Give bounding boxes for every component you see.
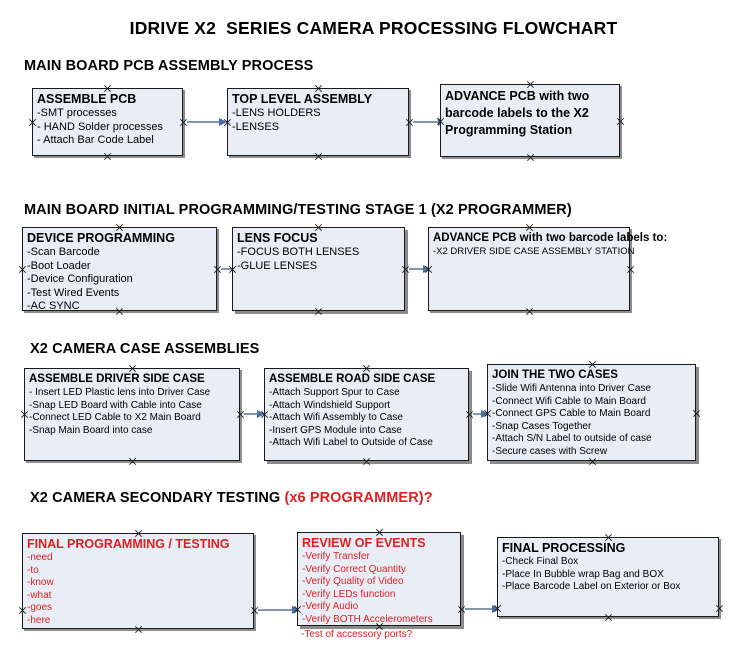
process-box-lens-focus[interactable]: LENS FOCUS -FOCUS BOTH LENSES -GLUE LENS…: [232, 227, 405, 311]
box-line: - Attach Bar Code Label: [37, 134, 154, 146]
box-line: -Snap Cases Together: [492, 420, 592, 432]
box-line: -Boot Loader: [27, 259, 91, 272]
process-box-assemble-road-side-case[interactable]: ASSEMBLE ROAD SIDE CASE -Attach Support …: [264, 368, 469, 461]
box-overflow-line: -Test of accessory ports?: [301, 629, 413, 640]
connector-arrow: [473, 410, 489, 418]
box-line: -Snap LED Board with Cable into Case: [29, 399, 202, 411]
connector-arrow: [244, 410, 265, 418]
process-box-device-programming[interactable]: DEVICE PROGRAMMING -Scan Barcode -Boot L…: [22, 227, 217, 312]
box-line: -AC SYNC: [27, 300, 80, 312]
box-line: -Verify Correct Quantity: [302, 563, 406, 575]
box-line: -Verify Transfer: [302, 551, 370, 562]
box-line: -Check Final Box: [502, 556, 579, 567]
box-title: LENS FOCUS: [237, 231, 318, 245]
box-title: ASSEMBLE PCB: [37, 92, 137, 106]
connector-arrow: [409, 265, 431, 273]
box-line: -X2 DRIVER SIDE CASE ASSEMBLY STATION: [433, 246, 635, 257]
box-line: -SMT processes: [37, 107, 117, 119]
process-box-top-level-assembly[interactable]: TOP LEVEL ASSEMBLY -LENS HOLDERS -LENSES: [227, 88, 409, 156]
box-line: -know: [27, 577, 54, 588]
process-box-final-processing[interactable]: FINAL PROCESSING -Check Final Box -Place…: [497, 537, 719, 617]
box-line: -Verify Audio: [302, 601, 359, 612]
process-box-final-programming-testing[interactable]: FINAL PROGRAMMING / TESTING -need -to -k…: [22, 533, 254, 629]
box-title: REVIEW OF EVENTS: [302, 536, 426, 550]
section-heading-main-board-initial-programming: MAIN BOARD INITIAL PROGRAMMING/TESTING S…: [24, 202, 572, 218]
process-box-assemble-driver-side-case[interactable]: ASSEMBLE DRIVER SIDE CASE - Insert LED P…: [24, 368, 240, 461]
box-line: -LENSES: [232, 120, 280, 133]
box-line: -Connect Wifi Cable to Main Board: [492, 395, 646, 407]
box-line: -Connect GPS Cable to Main Board: [492, 408, 651, 419]
box-line: -GLUE LENSES: [237, 259, 318, 272]
connector-arrow: [187, 118, 227, 126]
box-line: -Connect LED Cable to X2 Main Board: [29, 412, 201, 423]
box-line: -need: [27, 552, 53, 563]
section-heading-x2-camera-secondary-testing: X2 CAMERA SECONDARY TESTING (x6 PROGRAMM…: [30, 490, 433, 506]
section-heading-text: X2 CAMERA SECONDARY TESTING: [30, 490, 285, 506]
section-heading-main-board-pcb-assembly: MAIN BOARD PCB ASSEMBLY PROCESS: [24, 58, 314, 74]
box-title: FINAL PROCESSING: [502, 541, 626, 555]
box-title: ADVANCE PCB with two barcode labels to t…: [445, 89, 590, 137]
box-title: TOP LEVEL ASSEMBLY: [232, 92, 373, 106]
box-line: -Verify BOTH Accelerometers: [302, 613, 433, 625]
process-box-advance-pcb-to-driver-side-case-station[interactable]: ADVANCE PCB with two barcode labels to: …: [428, 227, 668, 311]
box-line: -Attach S/N Label to outside of case: [492, 433, 652, 444]
page-title: IDRIVE X2 SERIES CAMERA PROCESSING FLOWC…: [129, 18, 618, 38]
box-line: -Place In Bubble wrap Bag and BOX: [502, 568, 664, 580]
box-title: ASSEMBLE ROAD SIDE CASE: [269, 373, 436, 385]
box-title: FINAL PROGRAMMING / TESTING: [27, 537, 230, 551]
box-line: -Attach Windshield Support: [269, 399, 391, 411]
box-line: -FOCUS BOTH LENSES: [237, 246, 360, 258]
box-line: -Attach Wifi Assembly to Case: [269, 412, 403, 423]
box-line: -Secure cases with Screw: [492, 445, 608, 457]
box-line: - Insert LED Plastic lens into Driver Ca…: [29, 387, 211, 398]
process-box-review-of-events[interactable]: REVIEW OF EVENTS -Verify Transfer -Verif…: [297, 532, 461, 626]
process-box-advance-pcb-to-x2-programming-station[interactable]: ADVANCE PCB with two barcode labels to t…: [440, 84, 620, 157]
box-line: -to: [27, 564, 39, 576]
box-line: -here: [27, 614, 51, 626]
section-heading-accent: (x6 PROGRAMMER)?: [284, 490, 433, 506]
box-line: -Attach Support Spur to Case: [269, 387, 400, 398]
box-title: ASSEMBLE DRIVER SIDE CASE: [29, 373, 205, 385]
box-line: -Slide Wifi Antenna into Driver Case: [492, 383, 651, 394]
box-line: -Scan Barcode: [27, 246, 100, 258]
box-line: -goes: [27, 602, 53, 613]
box-line: -Place Barcode Label on Exterior or Box: [502, 581, 681, 592]
box-line: -Verify Quality of Video: [302, 576, 404, 587]
box-title: JOIN THE TWO CASES: [492, 369, 618, 381]
box-line: -Attach Wifi Label to Outside of Case: [269, 437, 433, 448]
section-heading-x2-camera-case-assemblies: X2 CAMERA CASE ASSEMBLIES: [30, 341, 260, 357]
process-box-join-the-two-cases[interactable]: JOIN THE TWO CASES -Slide Wifi Antenna i…: [487, 364, 696, 461]
box-title: ADVANCE PCB with two barcode labels to:: [433, 232, 668, 244]
box-line: -LENS HOLDERS: [232, 107, 321, 119]
process-box-assemble-pcb[interactable]: ASSEMBLE PCB -SMT processes - HAND Solde…: [32, 88, 183, 156]
connector-arrow: [258, 606, 300, 614]
box-line: -Snap Main Board into case: [29, 424, 153, 436]
box-line: - HAND Solder processes: [37, 120, 163, 133]
box-line: -Test Wired Events: [27, 286, 120, 299]
box-line: -Device Configuration: [27, 273, 133, 285]
box-line: -Insert GPS Module into Case: [269, 424, 402, 436]
connector-arrow: [413, 118, 446, 126]
connector-arrow: [465, 605, 500, 613]
box-line: -what: [27, 589, 52, 601]
box-line: -Verify LEDs function: [302, 588, 396, 600]
box-title: DEVICE PROGRAMMING: [27, 231, 175, 245]
